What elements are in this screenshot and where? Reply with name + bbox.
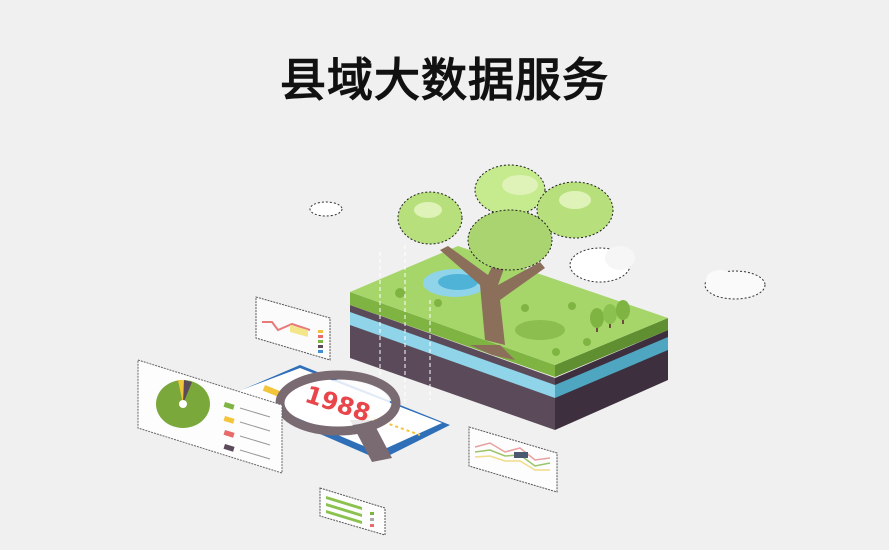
cloud-small-left-icon — [309, 201, 343, 217]
page-title: 县域大数据服务 — [280, 53, 609, 107]
tree-icon — [397, 164, 614, 360]
cloud-large-right-icon — [704, 270, 766, 300]
bar-chart-panel-bottom — [319, 487, 386, 536]
magnifier-icon: 1988 — [275, 370, 401, 462]
small-trees-icon — [590, 300, 630, 332]
cloud-near-tree-icon — [569, 246, 635, 283]
pie-chart-panel — [137, 359, 283, 474]
line-chart-panel-top — [255, 296, 331, 361]
line-chart-panel-bottom-right — [468, 426, 558, 493]
